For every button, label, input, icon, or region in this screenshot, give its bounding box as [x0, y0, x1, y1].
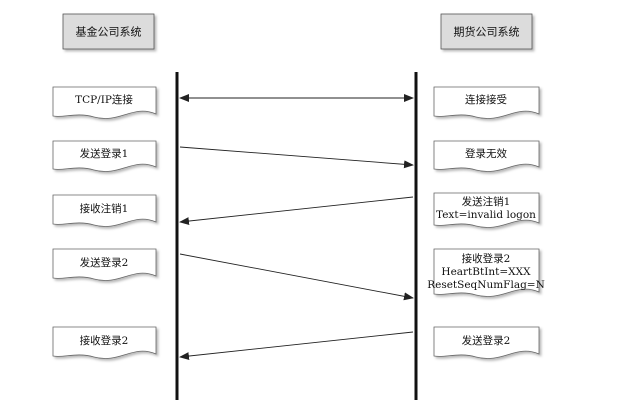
right-note-text: 发送登录2	[462, 334, 511, 347]
right-note-text: Text=invalid logon	[436, 209, 536, 221]
left-note-text: 接收注销1	[80, 202, 129, 215]
left-note-text: 发送登录2	[80, 256, 129, 269]
right-note: 登录无效	[433, 140, 540, 172]
left-note-text: 接收登录2	[80, 334, 129, 347]
message-arrow-login2-reply	[179, 331, 414, 361]
right-note: 连接接受	[433, 86, 540, 119]
message-arrow-login2	[179, 253, 414, 301]
header-right: 期货公司系统	[440, 13, 533, 50]
left-note-text: 发送登录1	[80, 147, 129, 160]
left-note: TCP/IP连接	[52, 86, 157, 119]
right-note-text: ResetSeqNumFlag=N	[427, 279, 545, 291]
message-arrow-login1	[179, 146, 414, 169]
message-arrow-logout1	[179, 196, 414, 226]
right-note-text: 连接接受	[465, 93, 507, 106]
right-note-text: 登录无效	[465, 147, 507, 160]
right-note-text: 发送注销1	[462, 195, 511, 208]
right-note-text: 接收登录2	[462, 252, 511, 265]
header-left-label: 基金公司系统	[76, 25, 142, 39]
left-note: 发送登录2	[52, 248, 157, 281]
right-note-text: HeartBtInt=XXX	[441, 266, 531, 278]
left-note: 发送登录1	[52, 140, 157, 172]
header-right-label: 期货公司系统	[454, 25, 520, 39]
right-note: 接收登录2 HeartBtInt=XXX ResetSeqNumFlag=N	[427, 248, 545, 297]
left-note: 接收登录2	[52, 326, 157, 359]
header-left: 基金公司系统	[62, 13, 155, 50]
left-note: 接收注销1	[52, 194, 157, 227]
left-note-text: TCP/IP连接	[75, 93, 133, 106]
right-note: 发送登录2	[433, 326, 540, 359]
right-note: 发送注销1 Text=invalid logon	[433, 192, 540, 228]
